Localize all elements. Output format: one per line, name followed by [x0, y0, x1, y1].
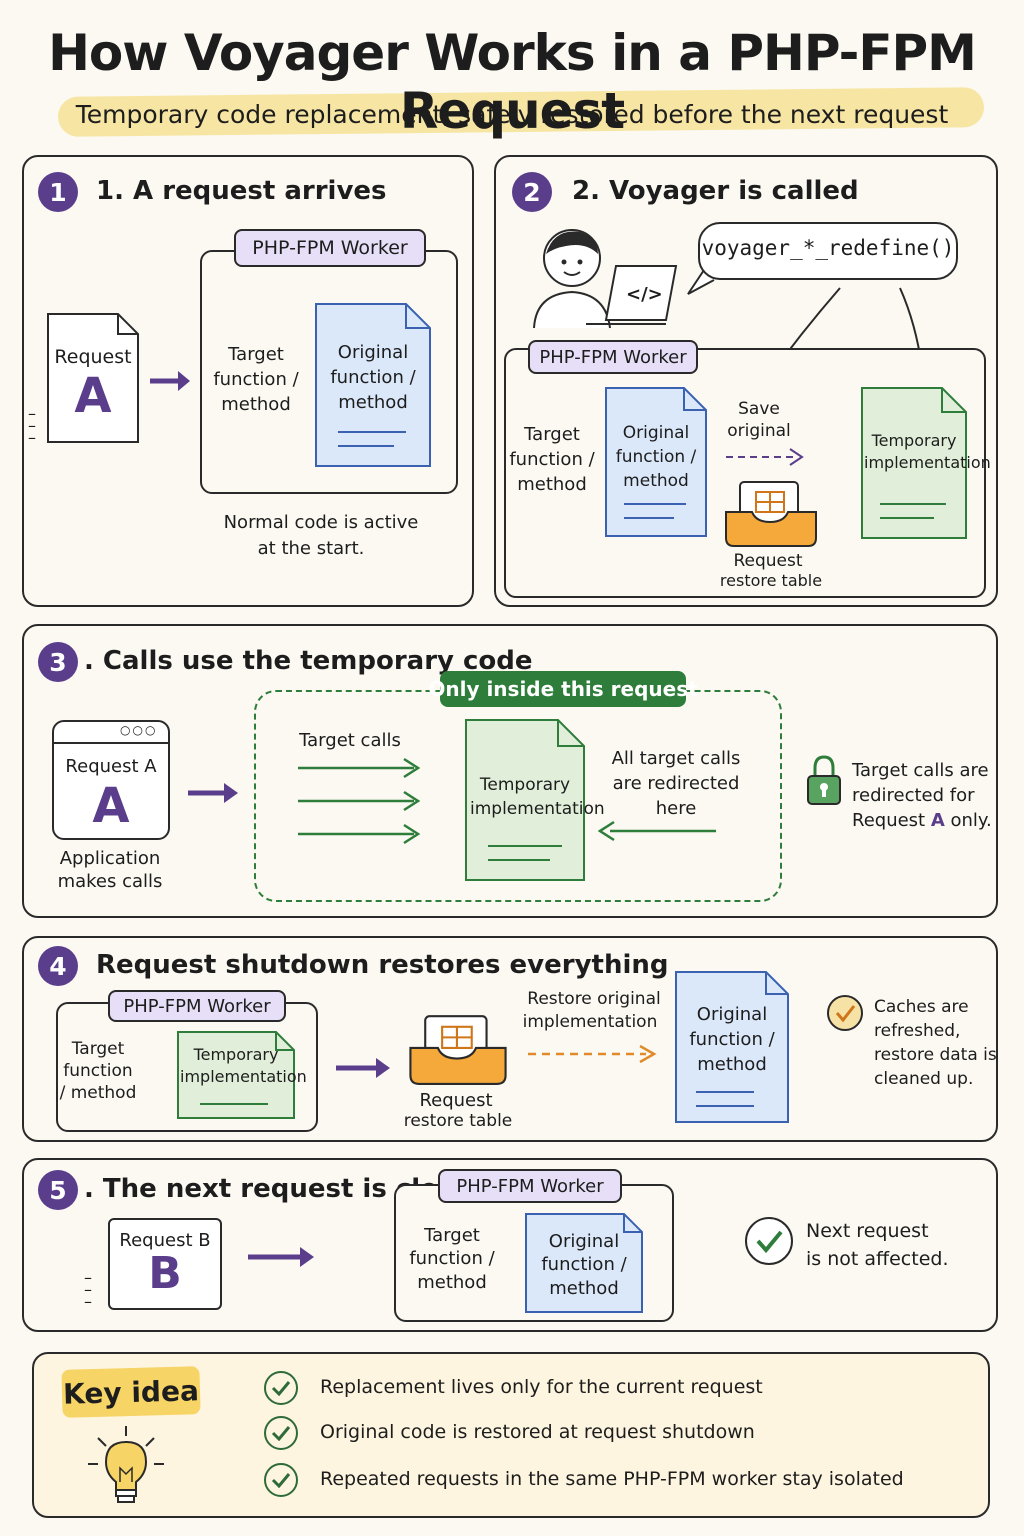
step4-original-document: Original function / method [674, 970, 790, 1124]
step5-request-label: Request B [119, 1230, 211, 1251]
laptop-code-icon: </> [626, 284, 663, 305]
restore-table-tray-icon [724, 478, 818, 552]
key-idea-tag: Key idea [61, 1366, 201, 1418]
window-titlebar [54, 742, 168, 744]
step2-temporary-label: Temporary implementation [864, 431, 991, 473]
step5-target-text: Target function / method [409, 1225, 495, 1293]
redirect-line2: are redirected [612, 773, 740, 794]
step4-heading: Request shutdown restores everything [96, 950, 669, 980]
step4-temporary-label: Temporary implementation [180, 1045, 307, 1087]
step5-check-icon [744, 1216, 794, 1270]
step2-number-badge: 2 [512, 172, 552, 212]
note-only-text: only. [944, 810, 992, 831]
step4-note-line4: cleaned up. [874, 1069, 974, 1089]
page-subtitle: Temporary code replacement, safely resto… [75, 100, 949, 129]
redirect-arrow [597, 818, 720, 848]
step1-caption-line1: Normal code is active [223, 512, 419, 533]
step4-number-badge: 4 [38, 946, 78, 986]
developer-person-icon [526, 224, 686, 338]
step3-note-line2: redirected for [852, 785, 975, 806]
check-circle-icon [826, 994, 864, 1036]
restore-original-line2: implementation [522, 1012, 658, 1032]
window-dots-icon: ○○○ [120, 723, 158, 737]
lock-icon [806, 754, 842, 810]
scope-badge: Only inside this request [428, 671, 698, 707]
key-idea-item-1: Replacement lives only for the current r… [320, 1376, 763, 1398]
step3-number-badge: 3 [38, 642, 78, 682]
motion-lines-icon: ––– [28, 404, 36, 447]
step3-arrow [186, 778, 240, 808]
step3-request-window [52, 720, 170, 840]
step5-arrow [246, 1242, 318, 1272]
step1-arrow [148, 366, 192, 396]
step3-temporary-document: Temporary implementation [464, 718, 605, 882]
step4-restore-line1: Request [419, 1090, 493, 1111]
step1-request-letter: A [74, 368, 112, 424]
step2-restore-line1: Request [733, 551, 803, 571]
step5-note-line2: is not affected. [806, 1248, 949, 1270]
step3-note-line1: Target calls are [852, 760, 989, 781]
step5-note-line1: Next request [806, 1220, 929, 1242]
step5-request-letter: B [148, 1248, 182, 1299]
step1-number-badge: 1 [38, 172, 78, 212]
step4-restore-line2: restore table [403, 1111, 513, 1131]
step4-original-label: Original function / method [689, 1004, 775, 1076]
restore-dashed-arrow [526, 1042, 658, 1070]
step2-original-label: Original function / method [615, 423, 697, 491]
step2-target-text: Target function / method [509, 424, 595, 496]
step4-worker-label: PHP-FPM Worker [108, 990, 286, 1022]
step4-note-line2: refreshed, [874, 1021, 961, 1041]
step3-app-line2: makes calls [57, 871, 163, 892]
step4-note-line1: Caches are [874, 997, 969, 1017]
code-speech-bubble [698, 222, 958, 280]
step3-request-label: Request A [65, 756, 157, 777]
step2-worker-label: PHP-FPM Worker [528, 340, 698, 374]
key-check-icon-1 [264, 1371, 298, 1405]
note-request-letter: A [930, 810, 945, 831]
redirect-line1: All target calls [611, 748, 741, 769]
step3-request-letter: A [92, 778, 130, 834]
step1-request-label: Request [54, 346, 132, 368]
step3-app-line1: Application [59, 848, 161, 869]
note-request-text: Request [852, 810, 931, 831]
step4-note-line3: restore data is [874, 1045, 997, 1065]
key-idea-item-3: Repeated requests in the same PHP-FPM wo… [320, 1468, 904, 1490]
step3-temporary-label: Temporary implementation [470, 775, 605, 819]
save-original-line2: original [727, 421, 791, 441]
step4-target-text: Target function / method [59, 1039, 137, 1104]
step4-restore-tray-icon [408, 1012, 508, 1090]
step5-original-label: Original function / method [541, 1231, 627, 1299]
step1-request-document: Request A [46, 312, 140, 444]
step1-original-label: Original function / method [330, 342, 416, 414]
step5-number-badge: 5 [38, 1170, 78, 1210]
key-idea-item-2: Original code is restored at request shu… [320, 1421, 755, 1443]
save-original-dashed-arrow [724, 446, 808, 472]
step2-restore-line2: restore table [719, 571, 823, 590]
save-original-line1: Save [738, 399, 780, 419]
step5-original-document: Original function / method [524, 1212, 644, 1314]
redirect-line3: here [655, 798, 697, 819]
key-check-icon-3 [264, 1463, 298, 1497]
step5-request-card [108, 1218, 222, 1310]
step5-motion-lines-icon: ––– [84, 1268, 92, 1311]
step4-temporary-document: Temporary implementation [176, 1030, 307, 1120]
target-call-arrows [296, 756, 426, 850]
page-title: How Voyager Works in a PHP-FPM Request [48, 24, 977, 140]
step2-original-document: Original function / method [604, 386, 708, 538]
restore-original-line1: Restore original [527, 989, 661, 1009]
step1-worker-label: PHP-FPM Worker [234, 229, 426, 267]
target-calls-label: Target calls [299, 730, 401, 751]
step2-heading: 2. Voyager is called [572, 176, 859, 206]
step1-heading: 1. A request arrives [96, 176, 387, 206]
lightbulb-icon [86, 1424, 166, 1512]
step5-worker-label: PHP-FPM Worker [438, 1169, 622, 1203]
step3-note-line3: Request A only. [852, 808, 992, 833]
step1-target-text: Target function / method [213, 344, 299, 416]
key-check-icon-2 [264, 1416, 298, 1450]
step1-original-document: Original function / method [314, 302, 432, 468]
step1-caption-line2: at the start. [257, 538, 365, 559]
redefine-function-call: voyager_*_redefine() [701, 236, 955, 260]
step2-temporary-document: Temporary implementation [860, 386, 991, 540]
step4-arrow [334, 1053, 394, 1083]
